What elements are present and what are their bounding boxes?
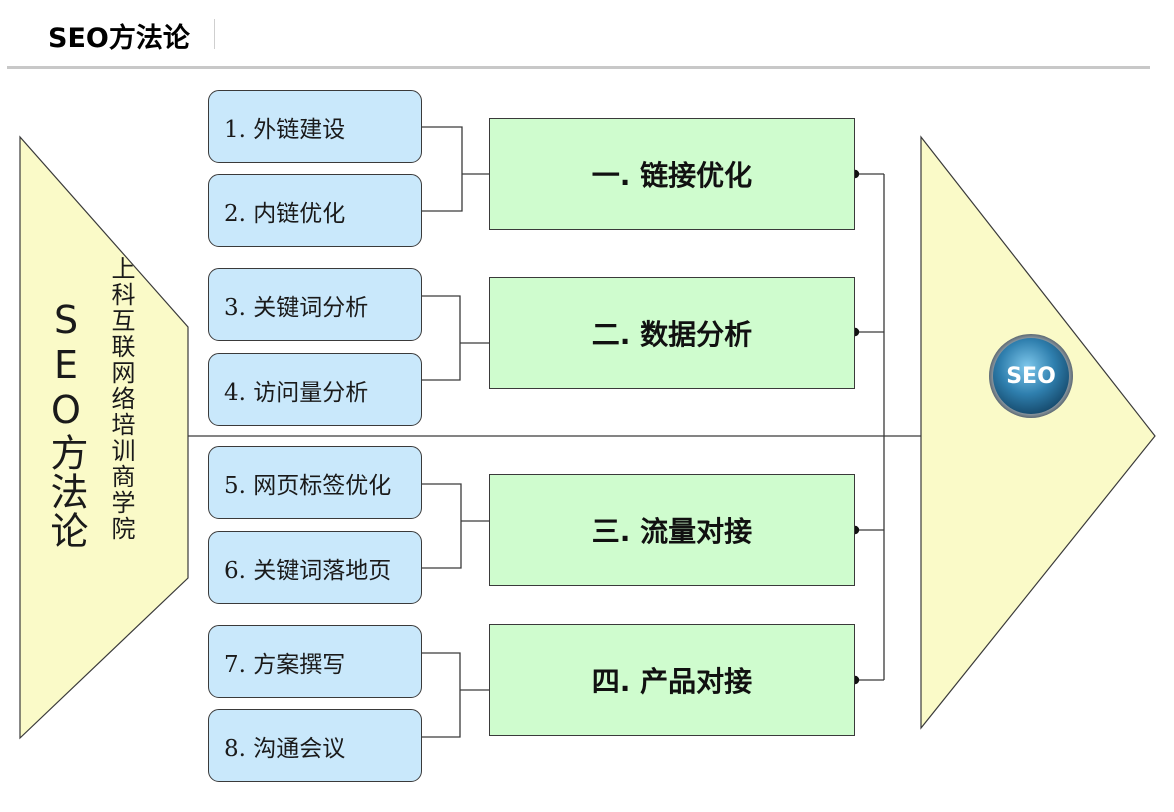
side-subtitle: 上科互联网络培训商学院 <box>107 256 135 542</box>
right-arrow-shape <box>920 135 1156 730</box>
side-title: SEO方法论 <box>44 298 88 550</box>
bus-dots <box>850 169 860 685</box>
connector-group-4 <box>422 652 489 738</box>
title-divider <box>214 19 215 49</box>
item-connectors <box>422 126 489 738</box>
item-box-2: 2. 内链优化 <box>208 174 422 247</box>
item-box-3: 3. 关键词分析 <box>208 268 422 341</box>
header-rule <box>7 66 1150 69</box>
header: SEO方法论 <box>0 0 1174 70</box>
item-box-4: 4. 访问量分析 <box>208 353 422 426</box>
page-title: SEO方法论 <box>48 23 190 54</box>
seo-badge-label: SEO <box>1006 363 1056 389</box>
connector-group-3 <box>422 483 489 569</box>
category-box-2: 二. 数据分析 <box>489 277 855 389</box>
category-box-3: 三. 流量对接 <box>489 474 855 586</box>
item-box-5: 5. 网页标签优化 <box>208 446 422 519</box>
item-box-8: 8. 沟通会议 <box>208 709 422 782</box>
item-box-6: 6. 关键词落地页 <box>208 531 422 604</box>
category-connectors <box>855 173 885 681</box>
seo-badge-icon <box>993 338 1069 414</box>
category-box-4: 四. 产品对接 <box>489 624 855 736</box>
left-arrow-shape <box>19 135 189 740</box>
connector-group-1 <box>422 126 489 212</box>
item-box-7: 7. 方案撰写 <box>208 625 422 698</box>
category-box-1: 一. 链接优化 <box>489 118 855 230</box>
connector-group-2 <box>422 295 489 381</box>
item-box-1: 1. 外链建设 <box>208 90 422 163</box>
